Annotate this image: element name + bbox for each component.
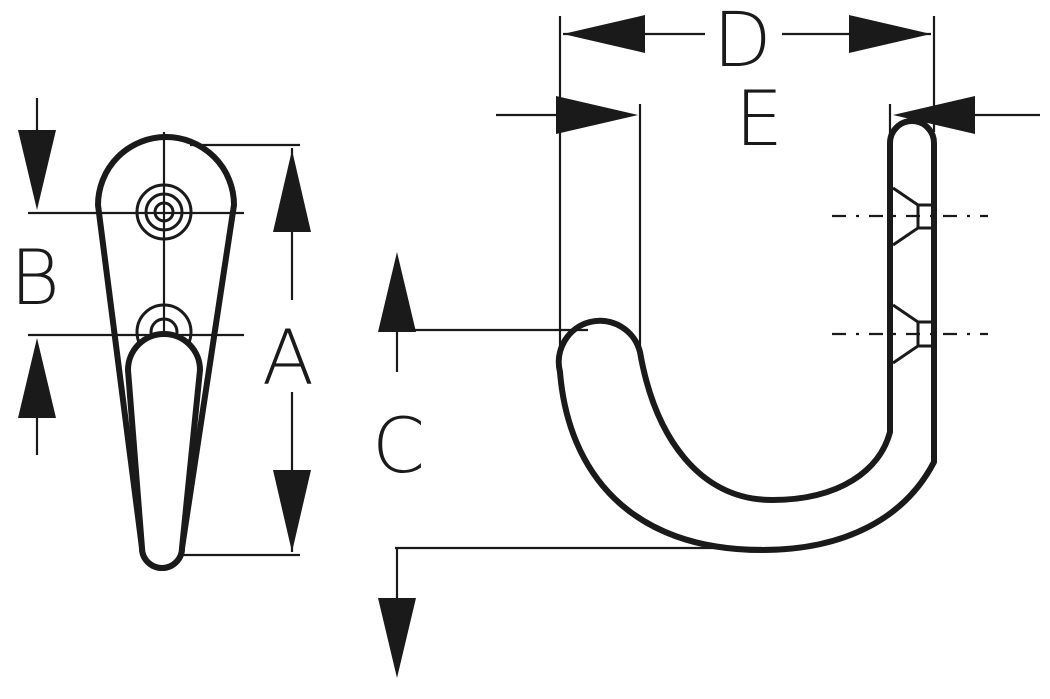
d-arrow-right: [849, 15, 931, 53]
a-arrow-up: [273, 150, 311, 232]
e-arrow-left: [893, 96, 975, 134]
a-arrow-down: [273, 470, 311, 552]
dimension-c: [378, 252, 762, 678]
front-view: [95, 132, 237, 571]
label-d: D: [713, 0, 772, 84]
label-c: C: [372, 401, 425, 490]
hook-outline: [555, 118, 937, 553]
side-view: [555, 118, 988, 553]
b-arrow-down: [18, 130, 56, 210]
hook-tongue: [125, 331, 203, 571]
dimension-e: [496, 96, 1040, 352]
label-a: A: [262, 313, 314, 402]
dimension-d: [558, 15, 936, 352]
e-arrow-right: [556, 96, 638, 134]
dimension-b: [18, 98, 244, 455]
label-e: E: [735, 74, 783, 163]
b-arrow-up: [18, 338, 56, 418]
d-arrow-left: [563, 15, 645, 53]
c-arrow-up: [378, 252, 416, 332]
label-b: B: [10, 233, 60, 322]
c-arrow-down: [378, 598, 416, 678]
dimension-a: [182, 143, 311, 557]
